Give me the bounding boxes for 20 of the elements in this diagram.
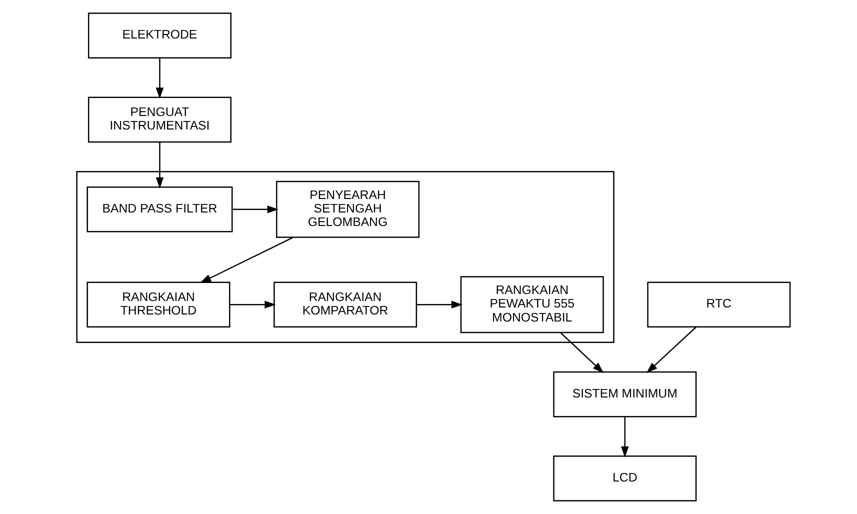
node-box: PENGUAT INSTRUMENTASI: [88, 96, 232, 143]
node-box: LCD: [553, 456, 697, 502]
arrow: [560, 332, 604, 374]
arrow: [230, 300, 276, 309]
arrow: [200, 236, 294, 284]
node-box: PENYEARAH SETENGAH GELOMBANG: [276, 180, 420, 238]
arrow: [156, 142, 164, 188]
node-box: BAND PASS FILTER: [86, 186, 233, 232]
node-box: RANGKAIAN KOMPARATOR: [274, 282, 418, 328]
arrow: [646, 326, 697, 374]
node-box: RANGKAIAN PEWAKTU 555 MONOSTABIL: [460, 276, 604, 334]
arrow: [156, 58, 164, 99]
arrow: [621, 417, 629, 458]
node-box: RANGKAIAN THRESHOLD: [86, 282, 230, 328]
node-box: ELEKTRODE: [88, 12, 232, 58]
cluster: [76, 171, 614, 343]
arrow: [232, 205, 278, 214]
node-box: SISTEM MINIMUM: [553, 371, 697, 418]
node-box: RTC: [647, 282, 791, 328]
arrow: [416, 300, 463, 309]
